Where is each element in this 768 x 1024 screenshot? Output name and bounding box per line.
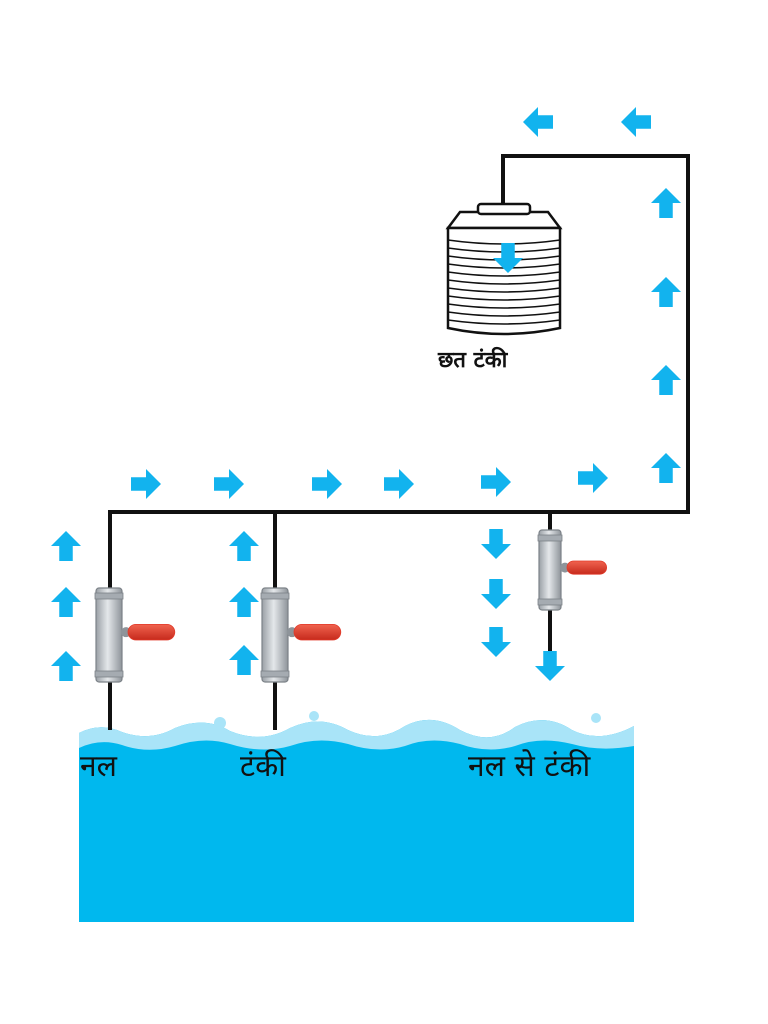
flow-arrow-icon — [51, 651, 81, 681]
pipe-network — [108, 154, 690, 730]
flow-arrow-icon — [229, 531, 259, 561]
flow-arrow-icon — [51, 587, 81, 617]
flow-arrow-icon — [493, 243, 523, 273]
ball-valve-icon[interactable] — [94, 587, 176, 683]
roof-tank-label: छत टंकी — [438, 348, 508, 373]
tank-rib — [447, 319, 561, 325]
tap-label: नल — [80, 749, 117, 784]
water-reservoir — [79, 711, 634, 922]
flow-arrow-icon — [651, 188, 681, 218]
flow-arrow-icon — [481, 579, 511, 609]
flow-arrow-icon — [578, 463, 608, 493]
flow-arrow-icon — [621, 107, 651, 137]
tank-rib — [447, 295, 561, 301]
flow-arrow-icon — [312, 469, 342, 499]
flow-arrow-icon — [523, 107, 553, 137]
pipe-top — [501, 154, 690, 212]
water-surface — [79, 719, 634, 922]
flow-arrow-icon — [229, 587, 259, 617]
flow-arrow-icon — [651, 365, 681, 395]
tank-rib — [447, 271, 561, 277]
water-tank-icon — [445, 202, 563, 336]
tank-label: टंकी — [240, 749, 286, 784]
flow-arrow-icon — [481, 529, 511, 559]
tank-rib — [447, 303, 561, 309]
flow-arrow-icon — [51, 531, 81, 561]
flow-arrow-icon — [229, 645, 259, 675]
tap-to-tank-label: नल से टंकी — [468, 749, 591, 784]
water-droplet — [591, 713, 601, 723]
flow-arrow-icon — [651, 277, 681, 307]
tank-rib — [447, 287, 561, 293]
tank-rib — [447, 311, 561, 317]
ball-valve-icon[interactable] — [537, 529, 607, 611]
flow-arrow-icon — [535, 651, 565, 681]
water-droplet — [309, 711, 319, 721]
tank-rib — [447, 279, 561, 285]
flow-arrow-icon — [214, 469, 244, 499]
flow-arrow-icon — [651, 453, 681, 483]
ball-valve-icon[interactable] — [260, 587, 342, 683]
flow-arrow-icon — [131, 469, 161, 499]
flow-arrow-icon — [384, 469, 414, 499]
flow-arrow-icon — [481, 467, 511, 497]
water-droplet — [214, 717, 226, 729]
flow-arrow-icon — [481, 627, 511, 657]
